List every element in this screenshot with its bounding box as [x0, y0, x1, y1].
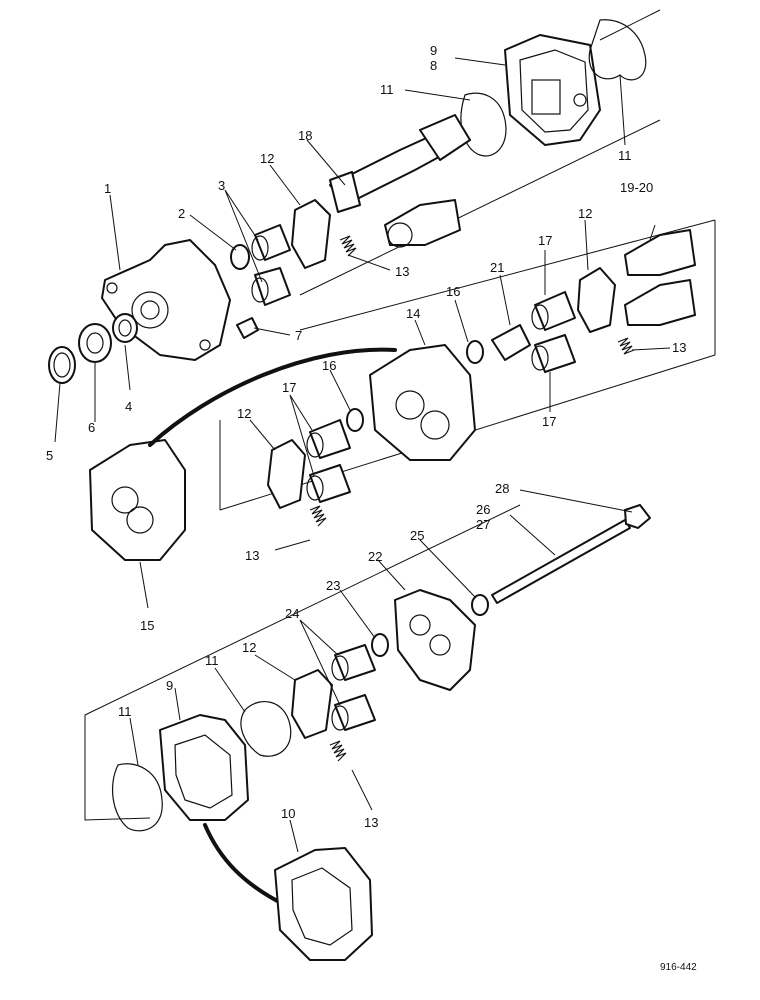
callout-11-top-right: 11 [618, 148, 632, 163]
pump-housing-10 [274, 847, 373, 961]
drive-shaft-gear [329, 114, 471, 213]
spring-13-top [339, 235, 357, 257]
gears-19-20 [624, 229, 696, 326]
bearing-17-left-lower [306, 464, 351, 503]
figure-code: 916-442 [660, 962, 697, 973]
snap-ring-5 [48, 346, 76, 384]
pump-body-14 [369, 344, 476, 461]
callout-17-right-bottom: 17 [542, 414, 556, 429]
callout-17-left: 17 [282, 380, 296, 395]
callout-12-top: 12 [260, 151, 274, 166]
callout-24: 24 [285, 606, 299, 621]
callout-27: 27 [476, 517, 490, 532]
bearing-17-right-upper [531, 291, 576, 331]
pump-housing-top [504, 34, 601, 146]
callout-14: 14 [406, 306, 420, 321]
gasket-top-left [460, 92, 507, 157]
housing-connection-line [203, 823, 287, 907]
nut-28 [624, 504, 651, 529]
gasket-11-bottom-left [111, 763, 163, 832]
callout-12-bottom: 12 [242, 640, 256, 655]
bearing-17-left-upper [306, 419, 351, 459]
callout-25: 25 [410, 528, 424, 543]
seal-16-left [346, 408, 364, 432]
callout-12-right: 12 [578, 206, 592, 221]
pump-body-15 [89, 439, 186, 561]
wear-plate-12-middle [267, 439, 306, 509]
bearing-17-right-lower [531, 334, 576, 373]
callout-28: 28 [495, 481, 509, 496]
bearing-24-upper [331, 644, 376, 681]
callout-9-bottom: 9 [166, 678, 173, 693]
callout-17-right-top: 17 [538, 233, 552, 248]
bearing-3-upper [251, 224, 291, 261]
wear-plate-12-right [577, 267, 616, 333]
seal-ring-2 [230, 244, 250, 270]
seal-4 [112, 313, 138, 343]
callout-13-top: 13 [395, 264, 409, 279]
spring-13-left [309, 505, 327, 527]
callout-2: 2 [178, 206, 185, 221]
callout-leader-lines [54, 57, 671, 853]
callout-22: 22 [368, 549, 382, 564]
bearing-24-lower [331, 694, 376, 731]
callout-5: 5 [46, 448, 53, 463]
seal-23 [371, 633, 389, 657]
callout-9-top: 9 [430, 43, 437, 58]
callout-12-middle: 12 [237, 406, 251, 421]
spring-13-bottom [329, 740, 347, 762]
driven-gear-top [384, 199, 461, 248]
callout-11-bottom-left: 11 [118, 704, 132, 719]
callout-16-right: 16 [446, 284, 460, 299]
wear-plate-12-top [291, 199, 331, 269]
callout-13-right: 13 [672, 340, 686, 355]
callout-11-top-left: 11 [380, 82, 394, 97]
pump-housing-bottom [159, 714, 249, 821]
gasket-11-bottom-right [240, 701, 292, 757]
callout-18: 18 [298, 128, 312, 143]
through-bolt-26-27 [491, 519, 631, 604]
callout-19-20: 19-20 [620, 180, 653, 195]
spring-13-middle [617, 337, 635, 355]
wear-plate-12-bottom [291, 669, 333, 739]
callout-3: 3 [218, 178, 225, 193]
seal-6 [78, 323, 112, 363]
callout-16-left: 16 [322, 358, 336, 373]
pump-connection-line [148, 347, 397, 447]
callout-21: 21 [490, 260, 504, 275]
callout-7: 7 [295, 328, 302, 343]
callout-13-left: 13 [245, 548, 259, 563]
bearing-3-lower [251, 267, 291, 306]
plug-7 [236, 317, 259, 339]
callout-1: 1 [104, 181, 111, 196]
callout-6: 6 [88, 420, 95, 435]
callout-labels: 9 8 11 11 18 12 3 1 2 13 7 4 6 5 19-20 1… [46, 43, 697, 973]
callout-10: 10 [281, 806, 295, 821]
end-plate-22 [394, 589, 476, 691]
seal-16-right [466, 340, 484, 364]
callout-8: 8 [430, 58, 437, 73]
callout-23: 23 [326, 578, 340, 593]
coupling-21 [491, 324, 531, 361]
assembly-frame-lines [84, 9, 716, 821]
callout-26: 26 [476, 502, 490, 517]
gasket-top-right [588, 19, 647, 81]
callout-13-bottom: 13 [364, 815, 378, 830]
callout-15: 15 [140, 618, 154, 633]
washer-25 [471, 594, 489, 616]
callout-11-bottom-right: 11 [205, 653, 219, 668]
callout-4: 4 [125, 399, 132, 414]
